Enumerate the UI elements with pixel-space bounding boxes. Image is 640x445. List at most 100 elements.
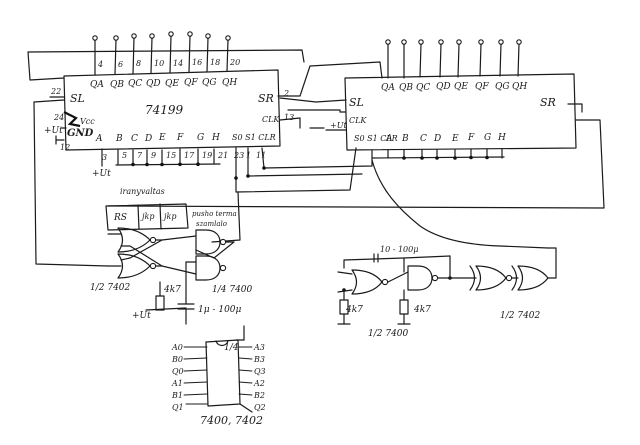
right-input-h: H	[497, 133, 506, 143]
pinout-ic-label: 1/4	[224, 343, 239, 353]
direction-cell-jkp-2: jkp	[162, 212, 176, 221]
left-chip-pin-13: 13	[284, 113, 294, 122]
left-bottom-plus-ut: +Ut	[92, 169, 111, 179]
left-bottom-pin-19: 19	[202, 151, 212, 160]
left-chip-pin-22: 22	[50, 87, 61, 96]
direction-box-title: iranyvaltas	[120, 187, 165, 196]
right-gate-7402-label: 1/2 7402	[500, 311, 541, 321]
left-nor-latch: 1/2 7402	[90, 227, 163, 293]
left-input-f: F	[176, 133, 184, 143]
right-chip-clk-inhibit: CLK	[349, 116, 367, 125]
left-chip-side-labels: SL 22 24 Vcc +Ut GND 12 SR 2 13 CLK	[44, 87, 294, 152]
right-output-qb: QB	[399, 83, 413, 93]
left-top-pin-14: 14	[173, 59, 183, 68]
left-top-pin-6: 6	[118, 60, 123, 69]
right-input-e: E	[451, 134, 459, 144]
left-supply-label: +Ut	[132, 311, 151, 321]
left-capacitor-label: 1μ - 100μ	[198, 305, 242, 315]
left-control-pin-11: 11	[256, 151, 266, 160]
right-gate-7400-label: 1/2 7400	[368, 329, 409, 339]
pinout-caption: 7400, 7402	[200, 414, 263, 427]
left-bottom-pin-5: 5	[122, 151, 127, 160]
left-chip-sl-label: SL	[70, 92, 85, 105]
left-input-a: A	[95, 134, 103, 144]
right-input-f: F	[467, 133, 475, 143]
right-input-c: C	[420, 134, 427, 144]
direction-control-box: iranyvaltas RS jkp jkp pusho terma szaml…	[105, 187, 237, 231]
left-chip-clk-inhibit: CLK	[262, 115, 280, 124]
right-chip-sr-label: SR	[540, 96, 556, 109]
left-input-d: D	[144, 134, 152, 144]
right-input-a: A	[385, 134, 393, 144]
left-nand-gates: 1/4 7400	[161, 229, 253, 301]
right-resistor-2-label: 4k7	[413, 305, 431, 315]
left-output-qf: QF	[184, 78, 198, 88]
left-top-pin-20: 20	[229, 58, 240, 67]
left-top-pin-18: 18	[210, 58, 220, 67]
right-capacitor-label: 10 - 100μ	[380, 245, 418, 254]
right-chip-plus-ut: +Ut	[330, 121, 347, 130]
left-bottom-pin-3: 3	[102, 153, 107, 162]
right-output-qa: QA	[381, 83, 395, 93]
right-shift-register-chip: SL SR CLK +Ut S0 S1 CLR	[330, 73, 583, 151]
right-output-qf: QF	[475, 82, 489, 92]
left-chip-plus-ut: +Ut	[44, 126, 63, 136]
left-top-pin-16: 16	[192, 58, 202, 67]
right-chip-output-pins: QA QB QC QD QE QF QG QH	[381, 39, 527, 93]
left-chip-sr-label: SR	[258, 92, 274, 105]
left-rc-network: 4k7 +Ut 1μ - 100μ	[132, 281, 242, 325]
left-chip-control-labels: S0 S1 CLR	[232, 133, 276, 142]
left-gate-7402-label: 1/2 7402	[90, 283, 131, 293]
left-chip-output-pins: 4 6 8 10 14 16 18 20 QA QB QC QD QE QF Q…	[90, 31, 240, 90]
left-chip-pin-12: 12	[60, 143, 70, 152]
left-bottom-pin-7: 7	[137, 151, 143, 160]
pinout-right-a2: A2	[253, 379, 265, 388]
right-chip-sl-label: SL	[349, 96, 364, 109]
right-output-qc: QC	[416, 83, 430, 93]
left-bottom-pin-17: 17	[184, 151, 195, 160]
right-output-qh: QH	[512, 82, 527, 92]
right-output-qe: QE	[454, 82, 468, 92]
left-gate-7400-label: 1/4 7400	[212, 285, 253, 295]
right-input-d: D	[433, 134, 441, 144]
pinout-left-a0: A0	[171, 343, 183, 352]
left-chip-gnd-label: GND	[67, 128, 94, 139]
left-bottom-pin-9: 9	[151, 151, 156, 160]
left-top-pin-8: 8	[136, 59, 141, 68]
right-chip-control-labels: S0 S1 CLR	[354, 134, 398, 143]
left-output-qe: QE	[165, 79, 179, 89]
left-output-qa: QA	[90, 80, 104, 90]
left-input-c: C	[131, 134, 138, 144]
right-output-qg: QG	[495, 82, 510, 92]
left-top-pin-4: 4	[97, 60, 103, 69]
direction-side-note: pusho terma	[192, 210, 237, 218]
left-input-g: G	[197, 133, 204, 143]
direction-side-note-2: szamlalo	[196, 220, 227, 228]
pinout-left-a1: A1	[171, 379, 183, 388]
left-chip-vcc-label: Vcc	[80, 117, 95, 126]
pinout-ic: 1/4 A0 B0 Q0 A1 B1 Q1 A3 B3 Q3 A2 B2 Q2 …	[171, 325, 266, 427]
pinout-right-q2: Q2	[254, 403, 266, 412]
direction-cell-rs: RS	[113, 213, 127, 223]
left-input-ground-bus	[115, 148, 221, 167]
pinout-right-a3: A3	[253, 343, 265, 352]
left-resistor-label: 4k7	[163, 285, 181, 295]
left-control-pin-23: 23	[233, 151, 244, 160]
left-output-qb: QB	[110, 80, 124, 90]
pinout-left-q1: Q1	[172, 403, 184, 412]
pinout-left-b1: B1	[171, 391, 183, 400]
left-input-b: B	[115, 134, 123, 144]
right-output-qd: QD	[436, 82, 451, 92]
left-input-e: E	[158, 133, 166, 143]
pinout-right-b3: B3	[253, 355, 265, 364]
left-chip-pin-2: 2	[283, 89, 289, 98]
direction-cell-jkp-1: jkp	[140, 212, 154, 221]
left-output-qg: QG	[202, 78, 217, 88]
left-input-h: H	[211, 133, 220, 143]
pinout-right-q3: Q3	[254, 367, 266, 376]
pinout-right-b2: B2	[253, 391, 265, 400]
left-bottom-pin-15: 15	[166, 151, 176, 160]
right-resistor-1-label: 4k7	[345, 305, 363, 315]
